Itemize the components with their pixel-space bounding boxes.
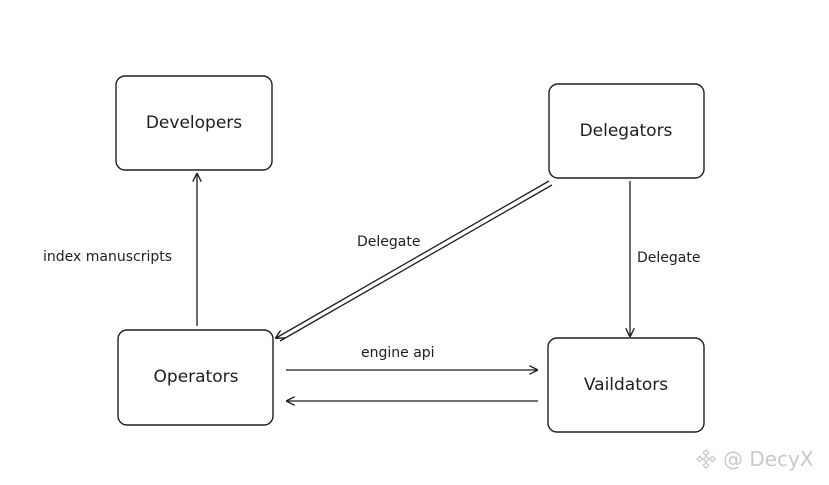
node-developers: Developers [115,75,273,171]
edge-label-engine-api: engine api [361,345,435,361]
edge-label-index-manuscripts: index manuscripts [43,249,172,265]
watermark-text: @ DecyX [723,447,814,471]
node-box [547,337,705,433]
node-label-operators: Operators [154,367,239,387]
node-operators: Operators [117,329,274,426]
node-validators: Vaildators [547,337,705,433]
edge-delegators-to-validators: Delegate [630,181,700,336]
node-box [115,75,273,171]
node-label-validators: Vaildators [584,375,668,395]
node-box [117,329,274,426]
node-label-developers: Developers [146,113,242,133]
edge-label-delegate-right: Delegate [637,250,700,266]
node-label-delegators: Delegators [580,121,673,141]
edge-line-shadow [279,184,553,342]
node-box [548,83,705,179]
edge-delegators-to-operators: Delegate [276,180,553,342]
edge-label-delegate-left: Delegate [357,234,420,250]
edge-operators-to-developers: index manuscripts [43,174,197,326]
watermark: @ DecyX [695,444,814,474]
binance-logo-icon [695,448,717,470]
node-delegators: Delegators [548,83,705,179]
edge-operators-to-validators: engine api [286,345,538,401]
edge-line [276,180,550,338]
